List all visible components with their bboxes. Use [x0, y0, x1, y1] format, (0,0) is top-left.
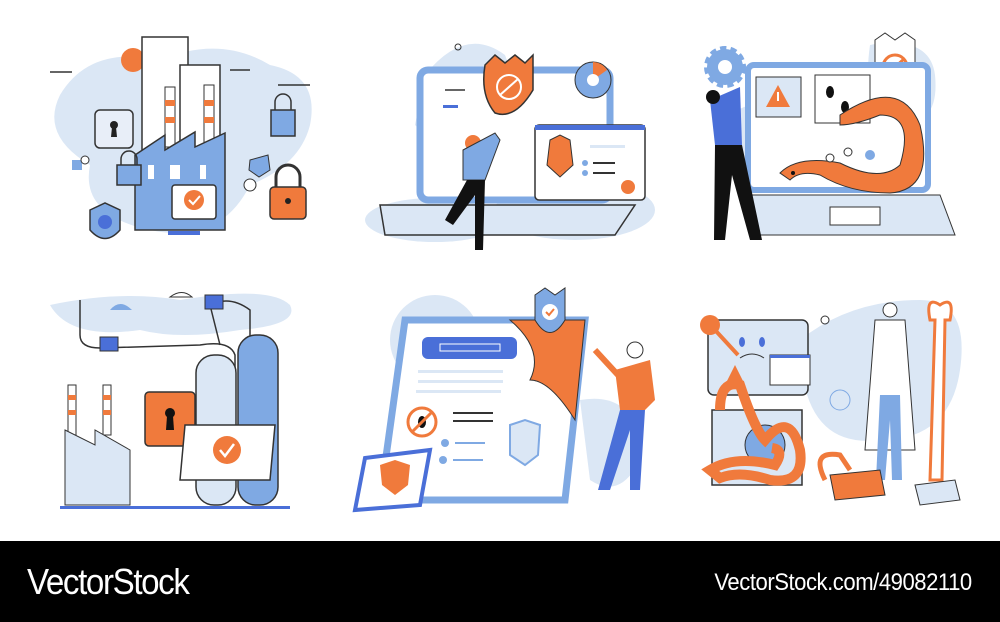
check-badge-icon — [621, 180, 635, 194]
stock-url: VectorStock.com/49082110 — [714, 569, 973, 596]
header-bar — [422, 337, 517, 359]
laptop-antivirus-scene — [365, 43, 655, 250]
padlock-icon — [204, 294, 224, 310]
illustration-malware-worm-laptop — [670, 15, 990, 265]
illustration-laptop-antivirus — [345, 15, 665, 265]
repair-scene — [700, 300, 962, 506]
bug-shield-icon — [483, 53, 534, 115]
scientist-icon — [864, 319, 916, 451]
cloud-icon — [110, 304, 132, 310]
plant-scene — [50, 292, 292, 509]
padlock-icon — [270, 109, 296, 137]
scientist-head — [882, 302, 898, 318]
worm-icon — [701, 379, 806, 486]
padlock-icon — [116, 164, 142, 186]
person-icon — [462, 132, 501, 181]
tablet-scene — [352, 287, 655, 513]
wrench-icon — [927, 300, 953, 482]
illustration-industrial-plant-locks — [20, 280, 340, 530]
illustration-sick-computer-repair — [680, 280, 1000, 530]
illustration-tablet-bug-protection — [340, 280, 660, 530]
broken-padlock-icon — [829, 469, 886, 501]
bug-icon — [826, 86, 834, 98]
brand-logo: VectorStock — [27, 561, 190, 602]
factory-scene — [50, 36, 312, 240]
padlock-icon — [99, 336, 119, 352]
cloud-icon — [168, 292, 194, 298]
factory-icon — [64, 429, 131, 506]
illustration-smart-factory-security — [20, 15, 340, 265]
no-bug-icon — [406, 406, 438, 438]
malware-scene — [704, 32, 956, 240]
watermark-footer: VectorStock VectorStock.com/49082110 — [0, 541, 1000, 622]
person-icon — [615, 360, 655, 410]
illustration-grid — [20, 15, 1000, 530]
worm-icon — [779, 96, 925, 194]
sun-icon — [121, 48, 145, 72]
